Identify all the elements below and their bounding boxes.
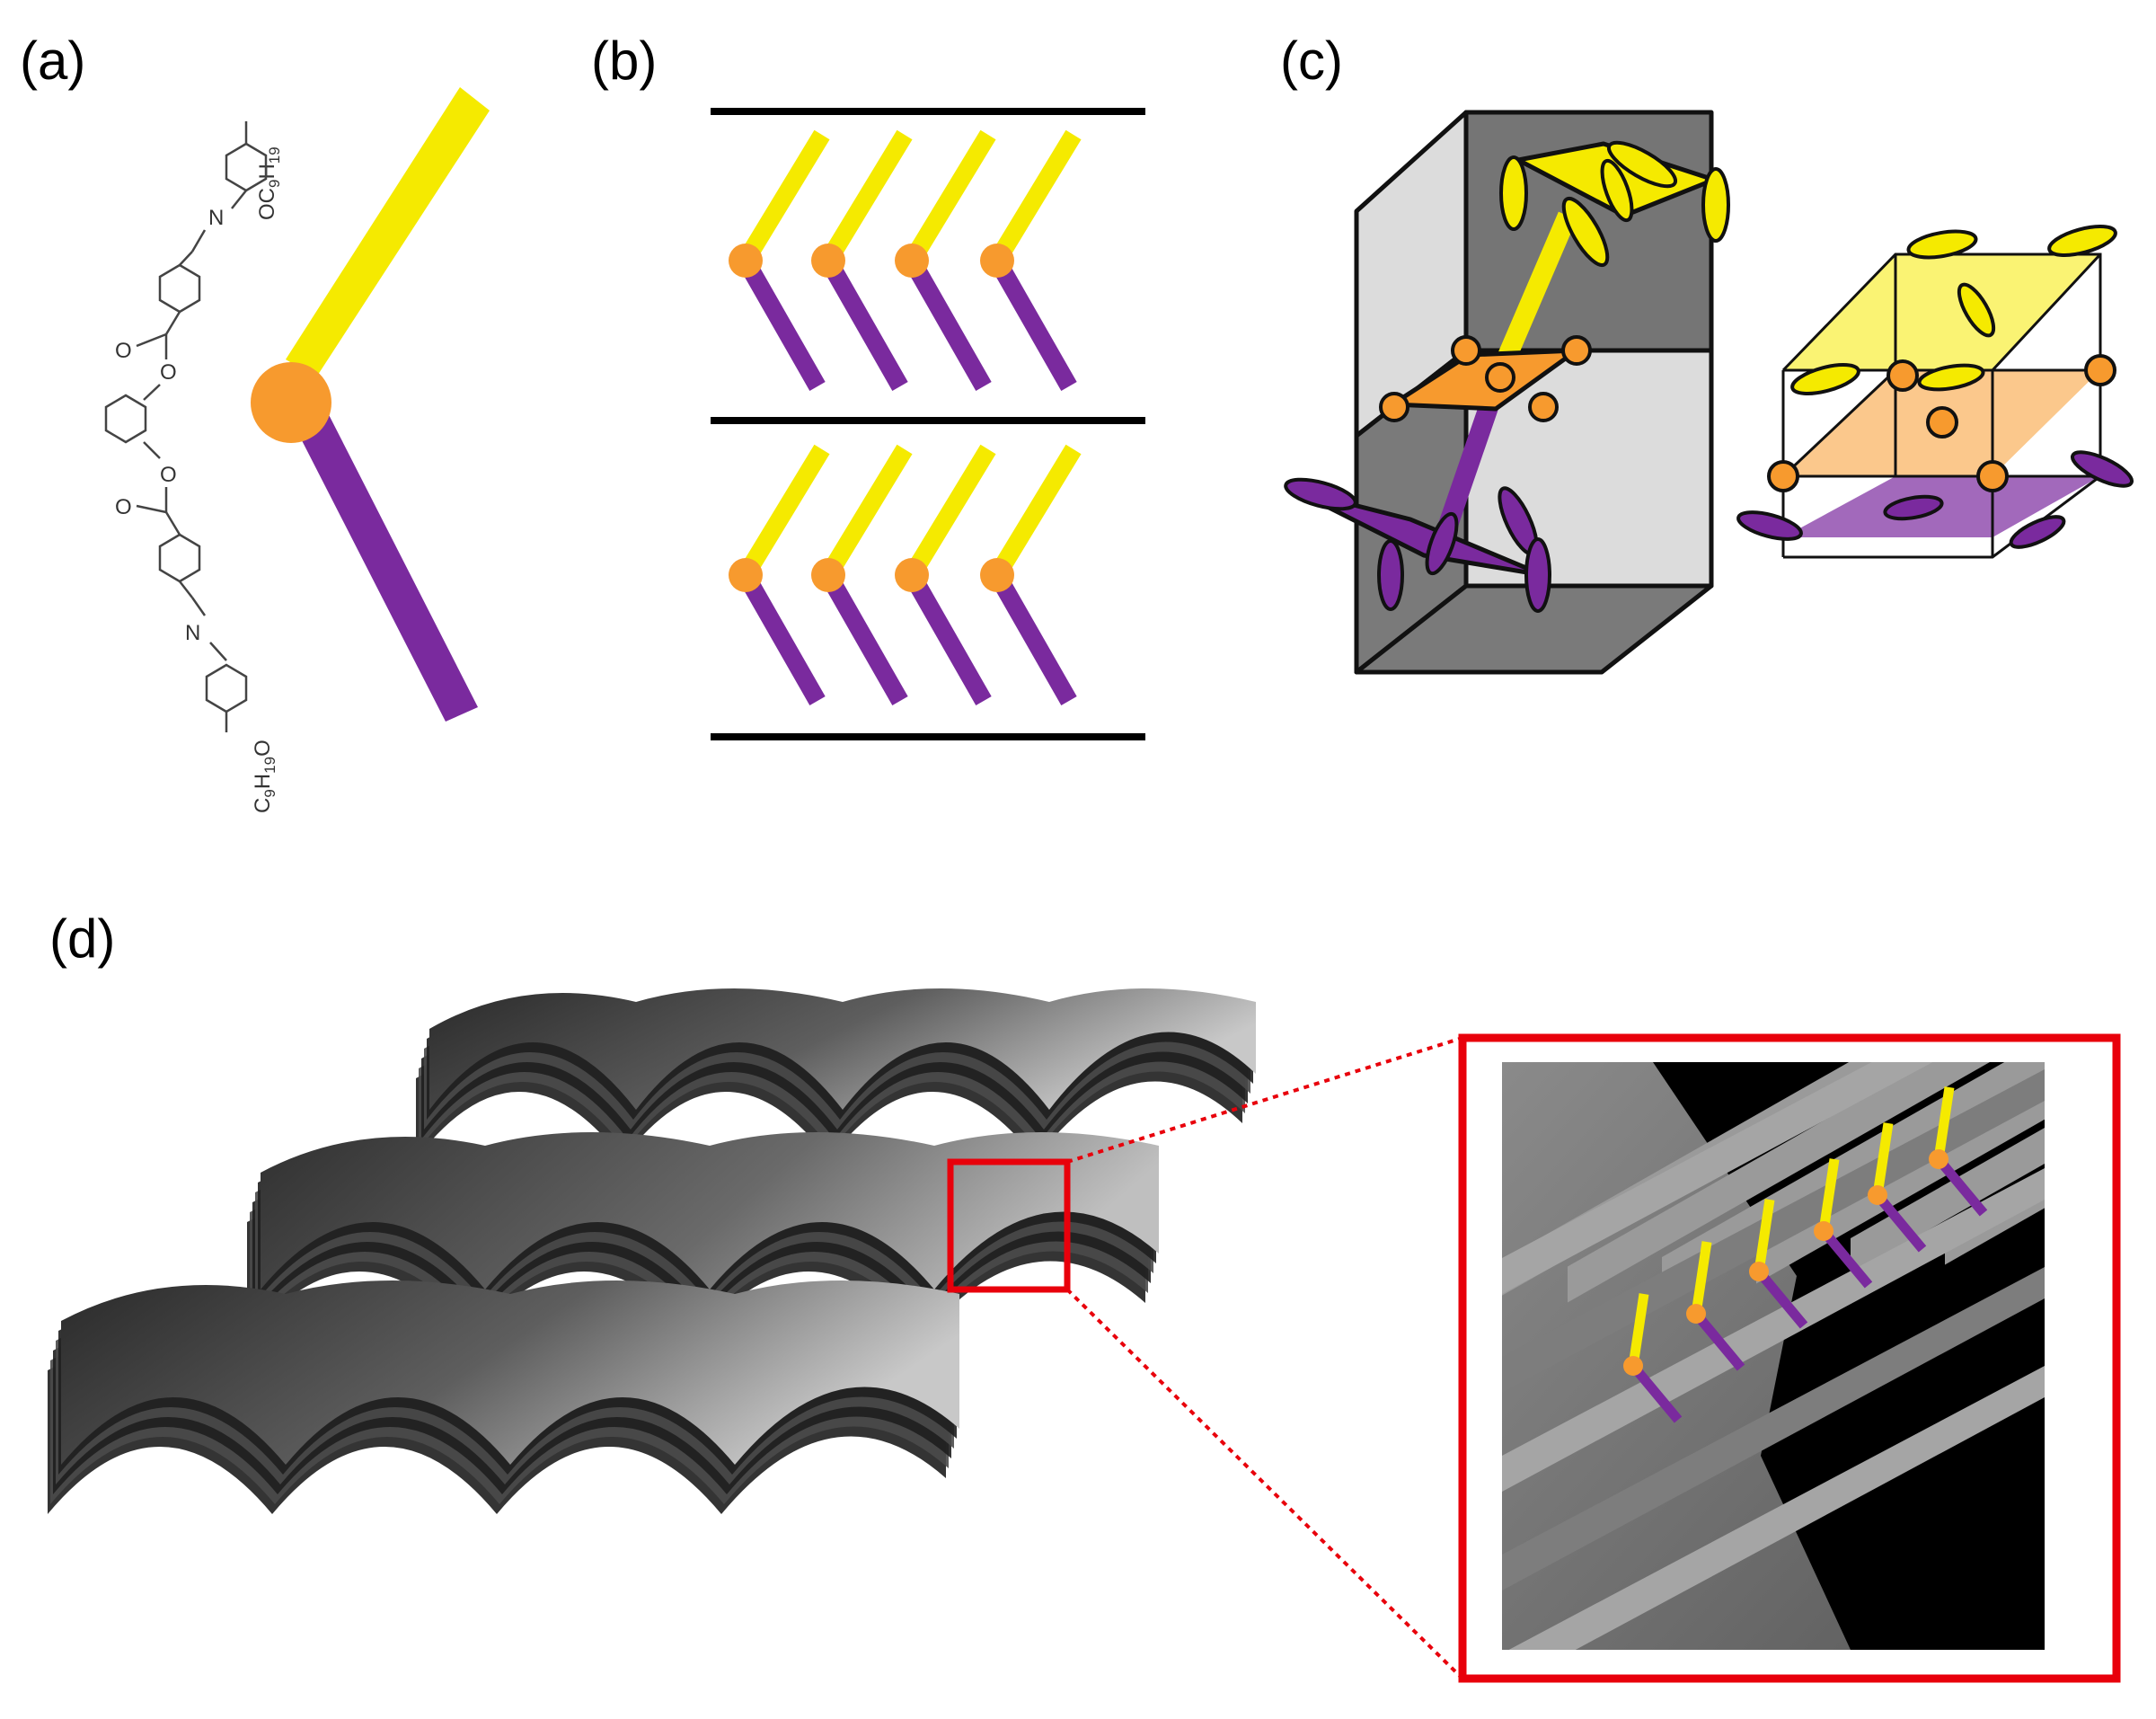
filament-stripe xyxy=(1502,1062,1933,1294)
small-yellow-plate xyxy=(1783,254,2100,370)
panel-label-b: (b) xyxy=(591,31,657,91)
imine-n-bottom: N xyxy=(185,621,200,645)
filament-stripe xyxy=(1508,1366,2045,1650)
purple-arm xyxy=(286,395,478,722)
carbonyl-o-top: O xyxy=(115,339,132,363)
highlight-box xyxy=(947,1158,1071,1293)
inset-bent-molecule xyxy=(1929,1086,1988,1217)
inset-bent-molecule xyxy=(1623,1293,1683,1423)
inset-bent-molecule xyxy=(1686,1241,1745,1371)
ester-o-top: O xyxy=(160,360,177,385)
filament-sheet xyxy=(61,1280,959,1465)
nanofilament-stacks xyxy=(48,988,1256,1514)
benzene-ring-3 xyxy=(104,394,147,444)
filament-stripe xyxy=(1502,1267,2045,1591)
panel-label-c: (c) xyxy=(1280,31,1343,91)
sheet-row-back xyxy=(416,988,1256,1159)
purple-ellipses-large xyxy=(1284,477,1551,613)
bent-molecule xyxy=(811,129,913,391)
inset-bent-molecule xyxy=(1814,1158,1873,1289)
chem-label-top: OC9H19 xyxy=(255,146,283,220)
benzene-ring-5 xyxy=(205,663,248,713)
orange-joint xyxy=(251,362,331,443)
bent-molecule xyxy=(980,129,1082,391)
filament-stripe xyxy=(1851,1128,2045,1274)
unit-cell-small xyxy=(1736,225,2134,559)
bent-molecule xyxy=(729,444,830,705)
sheet-row-front xyxy=(48,1280,959,1514)
chem-label-bottom: C9H19O xyxy=(251,740,278,813)
bent-molecule xyxy=(729,129,830,391)
carbonyl-o-bottom: O xyxy=(115,495,132,519)
yellow-rod xyxy=(1492,211,1577,373)
bent-molecule xyxy=(895,129,996,391)
filament-sheet xyxy=(261,1132,1159,1289)
filament-stripe xyxy=(1502,1062,1913,1296)
zoom-line-top xyxy=(1066,1036,1463,1164)
yellow-arm xyxy=(286,87,490,377)
inset-bent-molecules xyxy=(1623,1086,1988,1423)
bent-molecule xyxy=(980,444,1082,705)
bent-core-schematic xyxy=(251,87,490,722)
filament-stripe xyxy=(1568,1062,1990,1303)
benzene-ring-4 xyxy=(158,533,201,583)
imine-n-top: N xyxy=(208,206,224,230)
inset-bent-molecule xyxy=(1868,1122,1927,1253)
filament-sheet xyxy=(429,988,1256,1110)
yellow-ellipses-large xyxy=(1499,140,1730,268)
panel-label-a: (a) xyxy=(20,31,85,91)
bent-molecule xyxy=(811,444,913,705)
chemical-structure: OC9H19 N O O O O N C9H19O xyxy=(104,121,283,813)
panel-label-d: (d) xyxy=(49,908,115,969)
inset-bent-molecule xyxy=(1749,1199,1808,1329)
benzene-ring-2 xyxy=(158,263,201,314)
bent-molecules xyxy=(729,129,1082,705)
zoom-line-bottom xyxy=(1065,1288,1464,1680)
bent-molecule xyxy=(895,444,996,705)
ester-o-bottom: O xyxy=(160,463,177,487)
smectic-layer-diagram xyxy=(711,108,1145,740)
filament-stripe xyxy=(1502,1168,2045,1492)
zoom-inset xyxy=(1458,1033,2121,1683)
orange-balls-large xyxy=(1379,335,1592,422)
box-bottom-front xyxy=(1354,583,1714,675)
